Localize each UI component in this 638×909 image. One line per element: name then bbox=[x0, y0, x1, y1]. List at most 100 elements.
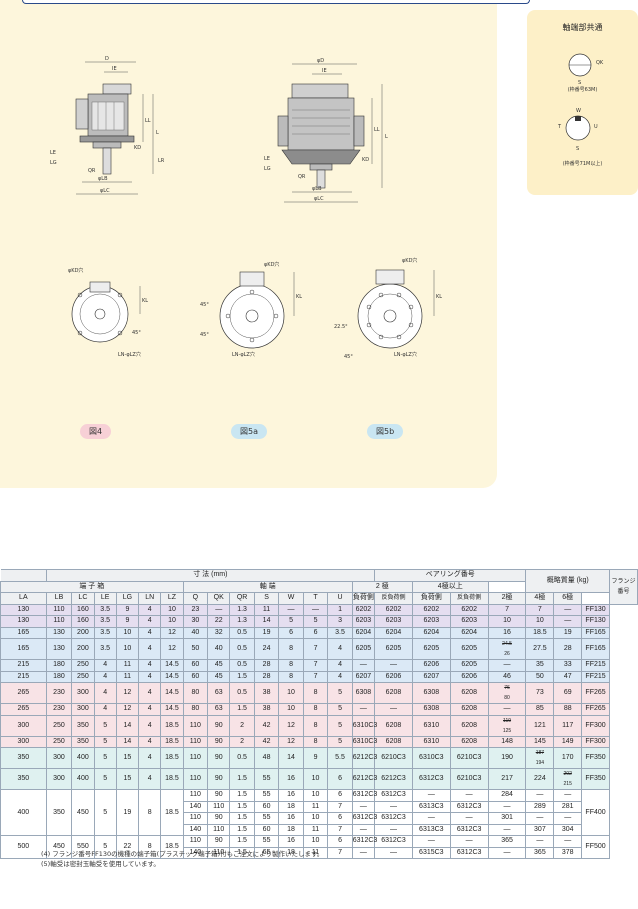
cell-b2r: 6312C3 bbox=[374, 789, 413, 802]
cell-b4r: 6206 bbox=[449, 670, 489, 683]
cell-b4r: 6203 bbox=[449, 615, 489, 628]
cell-b2l: 6308 bbox=[351, 682, 376, 704]
cell-m6: 33 bbox=[553, 659, 583, 672]
angle-45-label-3: 45° bbox=[200, 332, 209, 338]
cell-fl: FF300 bbox=[581, 735, 610, 748]
dim-le-label-2: LE bbox=[264, 156, 270, 162]
cell-m4: 50 bbox=[525, 670, 555, 683]
cell-la: 215 bbox=[0, 659, 47, 672]
column-header: 反負荷側 bbox=[449, 592, 489, 605]
cell-s: 55 bbox=[253, 835, 280, 848]
cell-u: 5 bbox=[327, 714, 353, 737]
cell-b2r: — bbox=[374, 659, 413, 672]
cell-b4r: — bbox=[449, 812, 489, 825]
cell-qr: 0.5 bbox=[229, 659, 255, 672]
cell-lg: 15 bbox=[115, 747, 140, 769]
cell-lb: 110 bbox=[45, 603, 73, 616]
cell-lz: 18.5 bbox=[160, 735, 184, 748]
cell-m2: 365 bbox=[487, 835, 527, 848]
cell-qr: 1.5 bbox=[229, 703, 255, 716]
cell-lb: 180 bbox=[45, 670, 73, 683]
cell-qk: 63 bbox=[207, 682, 231, 704]
cell-b4l: 6313C3 bbox=[411, 800, 451, 813]
cell-q: 110 bbox=[182, 714, 209, 737]
column-header: U bbox=[327, 592, 353, 605]
cell-la: 265 bbox=[0, 682, 47, 704]
cell-s: 60 bbox=[253, 800, 280, 813]
column-header: LG bbox=[115, 592, 140, 605]
cell-q: 80 bbox=[182, 682, 209, 704]
cell-t: 8 bbox=[302, 682, 329, 704]
cell-t: 11 bbox=[302, 823, 329, 836]
cell-m2: — bbox=[487, 703, 527, 716]
cell-q: 60 bbox=[182, 659, 209, 672]
dim-qr-label: QR bbox=[88, 168, 96, 174]
cell-w: 18 bbox=[278, 846, 304, 859]
cell-b2r: 6312C3 bbox=[374, 835, 413, 848]
cell-la: 130 bbox=[0, 603, 47, 616]
angle-45-label: 45° bbox=[132, 330, 141, 336]
dim-kd-label-2: KD bbox=[362, 157, 369, 163]
cell-s: 42 bbox=[253, 714, 280, 737]
cell-b4l: 6206 bbox=[411, 659, 451, 672]
cell-lc: 400 bbox=[71, 768, 95, 790]
dim-l-label: L bbox=[156, 130, 159, 136]
cell-b4l: — bbox=[411, 835, 451, 848]
cell-qk: 90 bbox=[207, 735, 231, 748]
dim-phi-lb-label: φLB bbox=[98, 176, 108, 182]
cell-qk: 90 bbox=[207, 789, 231, 802]
cell-b4r: 6208 bbox=[449, 682, 489, 704]
cell-b4r: 6312C3 bbox=[449, 823, 489, 836]
cell-lz: 18.5 bbox=[160, 789, 184, 836]
dim-ln-label-3: LN-φLZ穴 bbox=[394, 351, 417, 358]
dim-u-label: U bbox=[594, 124, 598, 130]
cell-qk: 45 bbox=[207, 659, 231, 672]
cell-s: 24 bbox=[253, 638, 280, 660]
column-header: LB bbox=[45, 592, 73, 605]
cell-b4l: 6313C3 bbox=[411, 823, 451, 836]
cell-b2l: 6205 bbox=[351, 638, 376, 660]
header-dims: 寸 法 (mm) bbox=[45, 569, 376, 582]
cell-m2: 148 bbox=[487, 735, 527, 748]
cell-le: 4 bbox=[93, 670, 117, 683]
cell-b4l: — bbox=[411, 812, 451, 825]
cell-q: 110 bbox=[182, 747, 209, 769]
dim-kd-label: KD bbox=[134, 145, 141, 151]
cell-lc: 350 bbox=[71, 714, 95, 737]
cell-qr: 2 bbox=[229, 714, 255, 737]
cell-b2r: — bbox=[374, 823, 413, 836]
cell-lb: 350 bbox=[45, 789, 73, 836]
cell-m4: 224 bbox=[525, 768, 555, 790]
dim-phi-lc-label-2: φLC bbox=[314, 196, 324, 202]
cell-s: 38 bbox=[253, 682, 280, 704]
cell-qr: 0.5 bbox=[229, 626, 255, 639]
top-rule bbox=[22, 0, 530, 4]
dim-ln-label: LN-φLZ穴 bbox=[118, 351, 141, 358]
cell-b2l: 6203 bbox=[351, 615, 376, 628]
dim-lg-label: LG bbox=[50, 160, 57, 166]
blank-head bbox=[0, 569, 47, 582]
shaft-end-large-drawing: W T U S bbox=[557, 108, 598, 152]
cell-lg: 14 bbox=[115, 735, 140, 748]
header-mass: 概略質量 (kg) bbox=[525, 569, 610, 593]
cell-w: 5 bbox=[278, 615, 304, 628]
cell-b2l: 6212C3 bbox=[351, 747, 377, 769]
cell-m6: 88 bbox=[553, 703, 583, 716]
cell-m6: — bbox=[553, 603, 583, 616]
dim-qk-label: QK bbox=[596, 60, 604, 66]
motor-side-view-small: D IE L LL LR KD QR LE LG φLB φLC bbox=[50, 56, 165, 195]
cell-fl: FF215 bbox=[581, 659, 610, 672]
cell-b4r: 6312C3 bbox=[449, 800, 489, 813]
cell-w: 8 bbox=[278, 659, 304, 672]
cell-lg: 12 bbox=[115, 703, 140, 716]
cell-lg: 15 bbox=[115, 768, 140, 790]
cell-lg: 14 bbox=[115, 714, 140, 737]
cell-lb: 230 bbox=[45, 703, 73, 716]
column-header: LC bbox=[71, 592, 95, 605]
